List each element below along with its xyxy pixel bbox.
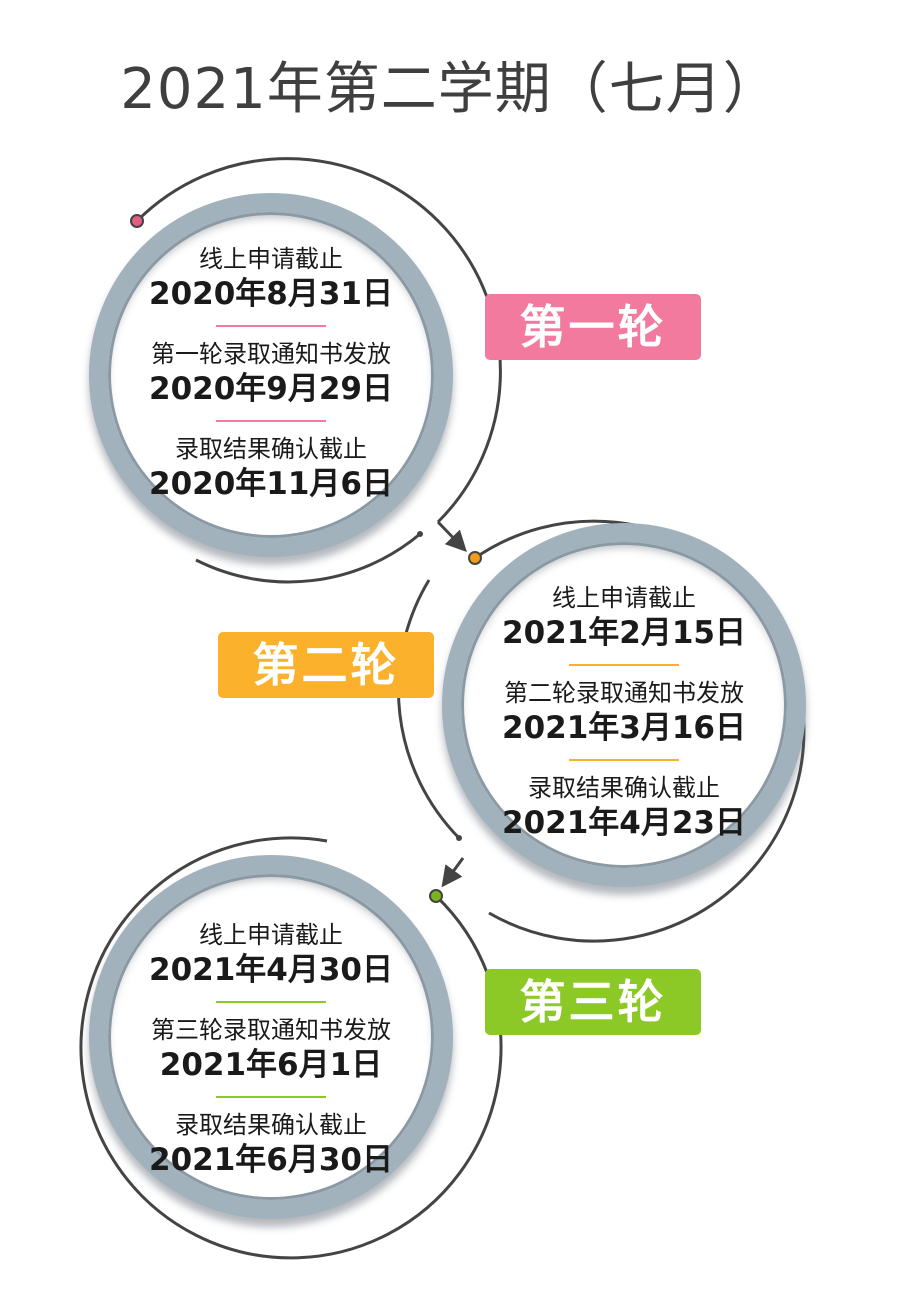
round-1-divider bbox=[216, 420, 326, 422]
round-2-offer-release-label: 第二轮录取通知书发放 bbox=[504, 679, 744, 707]
round-3-application-deadline-date: 2021年4月30日 bbox=[149, 952, 393, 988]
round-2-confirmation-deadline-label: 录取结果确认截止 bbox=[528, 774, 720, 802]
round-3-offer-release-label: 第三轮录取通知书发放 bbox=[151, 1016, 391, 1044]
round-1-start-dot bbox=[130, 214, 144, 228]
round-1-connector-arrow bbox=[436, 520, 467, 553]
round-1-inner-arc bbox=[195, 532, 421, 584]
round-1-circle bbox=[89, 193, 453, 557]
round-2-divider bbox=[569, 759, 679, 761]
round-3-confirmation-deadline-date: 2021年6月30日 bbox=[149, 1142, 393, 1178]
round-3-outer-ring bbox=[79, 836, 503, 1260]
round-2-application-deadline-label: 线上申请截止 bbox=[552, 584, 696, 612]
round-3-divider bbox=[216, 1001, 326, 1003]
round-2-start-dot bbox=[468, 551, 482, 565]
round-1-divider bbox=[216, 325, 326, 327]
page-title: 2021年第二学期（七月） bbox=[120, 57, 780, 122]
round-2-application-deadline-date: 2021年2月15日 bbox=[502, 615, 746, 651]
round-3-offer-release-date: 2021年6月1日 bbox=[159, 1047, 383, 1083]
round-3-application-deadline-label: 线上申请截止 bbox=[199, 921, 343, 949]
round-2-divider bbox=[569, 664, 679, 666]
round-1-details: 线上申请截止 2020年8月31日 第一轮录取通知书发放 2020年9月29日 … bbox=[106, 244, 436, 504]
round-1-application-deadline-label: 线上申请截止 bbox=[199, 245, 343, 273]
round-1-confirmation-deadline-label: 录取结果确认截止 bbox=[175, 435, 367, 463]
round-2-connector-arrow bbox=[441, 857, 465, 888]
round-2-offer-release-date: 2021年3月16日 bbox=[502, 710, 746, 746]
round-2-badge: 第二轮 bbox=[218, 632, 434, 698]
round-1-offer-release-date: 2020年9月29日 bbox=[149, 371, 393, 407]
round-2-inner-arc bbox=[396, 579, 461, 840]
round-2-details: 线上申请截止 2021年2月15日 第二轮录取通知书发放 2021年3月16日 … bbox=[459, 583, 789, 843]
round-1-badge: 第一轮 bbox=[485, 294, 701, 360]
round-1-application-deadline-date: 2020年8月31日 bbox=[149, 276, 393, 312]
round-3-divider bbox=[216, 1096, 326, 1098]
round-1-offer-release-label: 第一轮录取通知书发放 bbox=[151, 340, 391, 368]
round-3-start-dot bbox=[429, 889, 443, 903]
round-2-confirmation-deadline-date: 2021年4月23日 bbox=[502, 805, 746, 841]
round-2-inner-arc-end-dot bbox=[456, 835, 462, 841]
round-3-details: 线上申请截止 2021年4月30日 第三轮录取通知书发放 2021年6月1日 录… bbox=[106, 920, 436, 1180]
round-1-inner-arc-end-dot bbox=[417, 531, 423, 537]
round-3-confirmation-deadline-label: 录取结果确认截止 bbox=[175, 1111, 367, 1139]
round-1-outer-ring bbox=[135, 157, 502, 524]
round-3-badge: 第三轮 bbox=[485, 969, 701, 1035]
round-1-confirmation-deadline-date: 2020年11月6日 bbox=[149, 466, 393, 502]
